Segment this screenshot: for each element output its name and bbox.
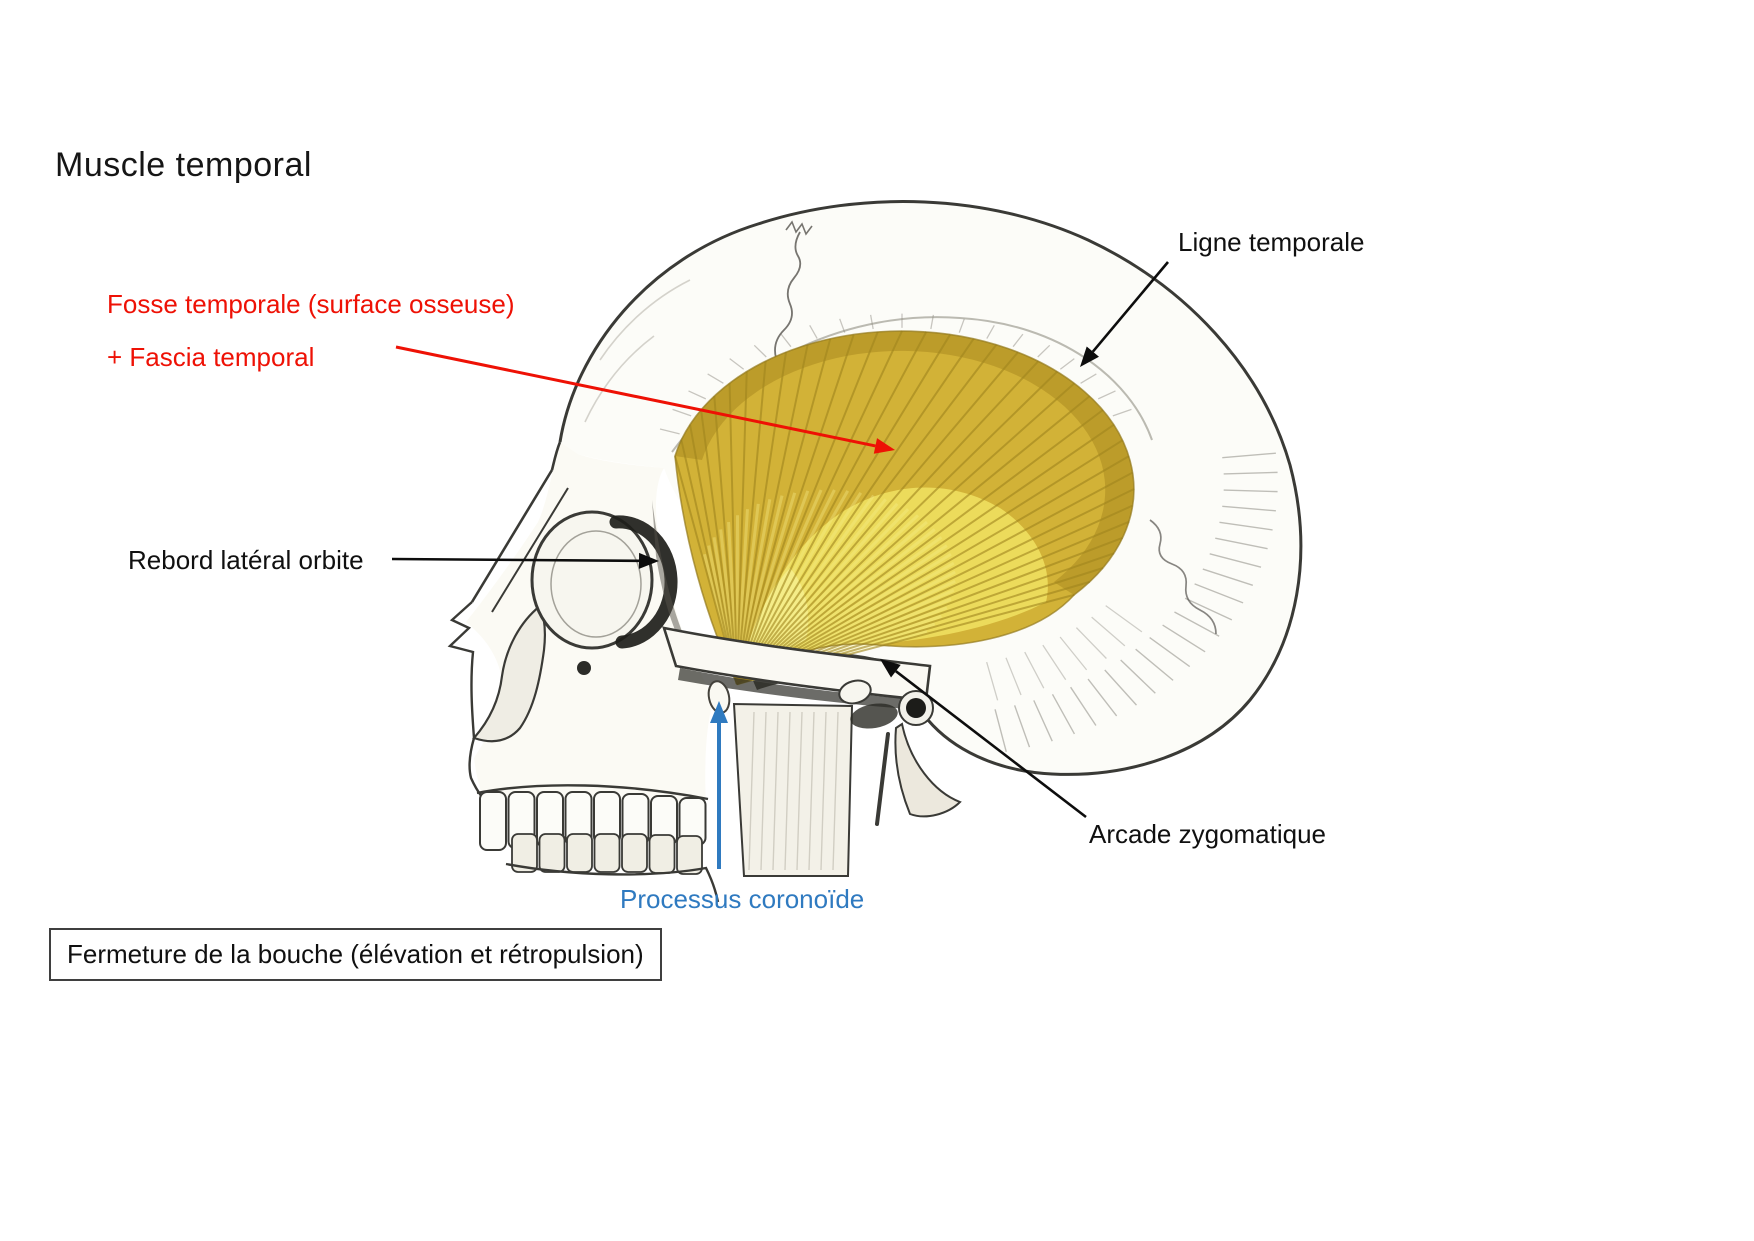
ear-canal [898, 690, 934, 726]
temporal-line-hatching [659, 313, 1132, 435]
mandible-ramus [732, 702, 854, 877]
tmj-shadow [850, 703, 898, 729]
page-title: Muscle temporal [55, 146, 312, 184]
rebord-lateral-arrow [391, 552, 659, 569]
nasal-spine [447, 601, 483, 798]
arcade-zygomatique-label: Arcade zygomatique [1089, 819, 1327, 849]
nasal-aperture [472, 604, 547, 743]
lambdoid-suture [1149, 519, 1217, 635]
occipital-hatching [986, 452, 1278, 752]
sagittal-suture-mark [785, 220, 813, 236]
annotation-arrows [391, 261, 1169, 869]
fosse-temporale-arrow [395, 345, 895, 454]
fosse-temporale-line1: Fosse temporale (surface osseuse) [107, 289, 515, 319]
skull-foreground [662, 626, 962, 826]
ligne-temporale-arrow [1080, 261, 1169, 367]
mastoid-process [894, 722, 962, 818]
function-note-box: Fermeture de la bouche (élévation et rét… [49, 928, 662, 981]
mandibular-condyle [838, 679, 872, 705]
lower-teeth [511, 833, 703, 875]
styloid-process [875, 732, 890, 826]
processus-coronoide-label: Processus coronoïde [620, 884, 865, 914]
mandible-body-line [505, 862, 720, 903]
ligne-temporale-label: Ligne temporale [1178, 227, 1365, 257]
nasal-bone [470, 469, 554, 603]
arcade-zygomatique-arrow [880, 659, 1087, 819]
fosse-temporale-label: Fosse temporale (surface osseuse) + Fasc… [107, 289, 515, 373]
rebord-lateral-orbite-label: Rebord latéral orbite [128, 545, 364, 575]
orbit [530, 510, 678, 675]
infraorbital-foramen [577, 661, 591, 675]
fosse-temporale-line2: + Fascia temporal [107, 342, 315, 372]
processus-coronoide-arrow [710, 701, 728, 869]
